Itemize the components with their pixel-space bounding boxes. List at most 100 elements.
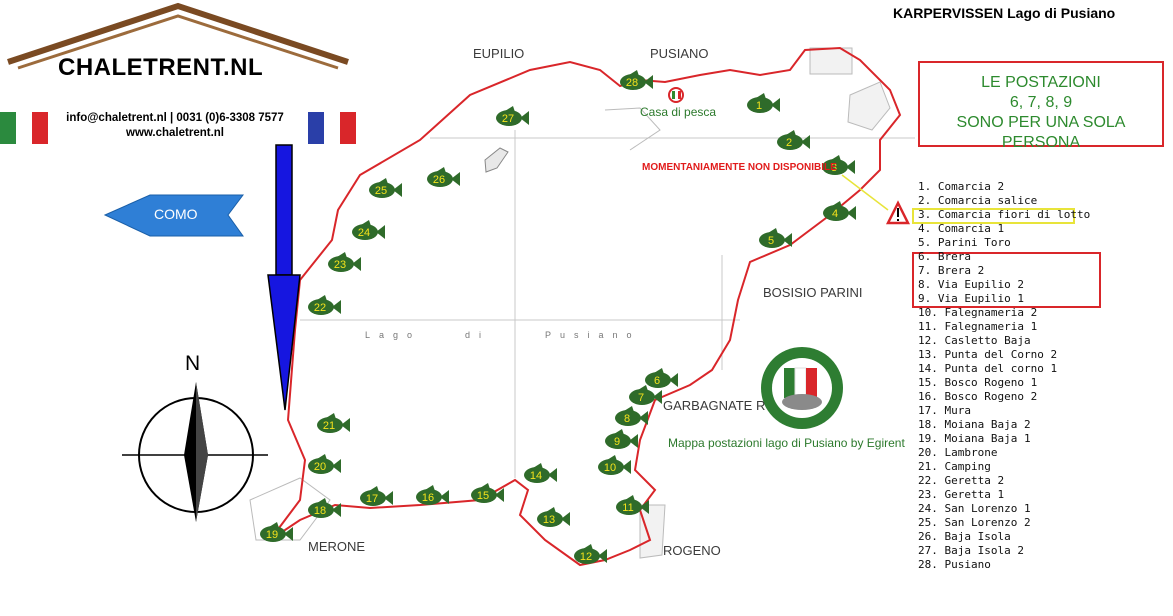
legend-item: 18. Moiana Baja 2 xyxy=(918,418,1031,431)
fish-tail-icon xyxy=(847,206,856,220)
fish-tail-icon xyxy=(783,233,792,247)
fish-icon xyxy=(615,410,641,426)
fish-icon xyxy=(427,171,453,187)
fish-tail-icon xyxy=(393,183,402,197)
fish-tail-icon xyxy=(669,373,678,387)
fish-tail-icon xyxy=(640,500,649,514)
fish-icon xyxy=(823,205,849,221)
fish-spot-number: 11 xyxy=(622,502,633,514)
fish-spot-25[interactable]: 25 xyxy=(369,178,402,198)
fish-spot-8[interactable]: 8 xyxy=(615,406,648,426)
fish-spot-number: 24 xyxy=(358,227,370,239)
down-arrow-icon xyxy=(267,144,301,411)
legend-item: 13. Punta del Corno 2 xyxy=(918,348,1058,361)
fish-spot-number: 14 xyxy=(530,470,542,482)
casa-di-pesca-marker xyxy=(668,87,684,103)
fish-spot-number: 25 xyxy=(375,185,387,197)
fish-icon xyxy=(598,459,624,475)
fish-spot-3[interactable]: 3 xyxy=(822,155,855,175)
fish-spot-26[interactable]: 26 xyxy=(427,167,460,187)
legend-item: 26. Baja Isola xyxy=(918,530,1011,543)
legend-item: 5. Parini Toro xyxy=(918,236,1011,249)
fish-tail-icon xyxy=(440,490,449,504)
fish-icon xyxy=(369,182,395,198)
fish-spot-12[interactable]: 12 xyxy=(574,544,607,564)
fish-icon xyxy=(777,134,803,150)
fish-spot-23[interactable]: 23 xyxy=(328,252,361,272)
fish-spot-number: 10 xyxy=(604,462,616,474)
land-detail xyxy=(249,47,891,559)
legend-item: 27. Baja Isola 2 xyxy=(918,544,1024,557)
legend-item: 23. Geretta 1 xyxy=(918,488,1005,501)
fish-spot-13[interactable]: 13 xyxy=(537,507,570,527)
como-label: COMO xyxy=(154,206,198,222)
fish-tail-icon xyxy=(639,411,648,425)
fish-spot-4[interactable]: 4 xyxy=(823,201,856,221)
legend-item: 22. Geretta 2 xyxy=(918,474,1005,487)
fish-spot-number: 7 xyxy=(638,392,644,404)
fish-tail-icon xyxy=(384,491,393,505)
notice-line-1: LE POSTAZIONI xyxy=(981,74,1101,91)
fish-tail-icon xyxy=(284,527,293,541)
fish-spot-11[interactable]: 11 xyxy=(616,495,649,515)
fish-spot-1[interactable]: 1 xyxy=(747,93,780,113)
fish-spot-number: 19 xyxy=(266,529,278,541)
fish-spot-2[interactable]: 2 xyxy=(777,130,810,150)
fish-spot-18[interactable]: 18 xyxy=(308,498,341,518)
compass-north-icon xyxy=(122,382,268,522)
fish-spot-number: 17 xyxy=(366,493,378,505)
legend-item: 11. Falegnameria 1 xyxy=(918,320,1038,333)
fish-icon xyxy=(317,417,343,433)
fish-spot-16[interactable]: 16 xyxy=(416,485,449,505)
fish-icon xyxy=(759,232,785,248)
fish-spot-number: 21 xyxy=(323,420,335,432)
fish-spot-21[interactable]: 21 xyxy=(317,413,350,433)
fish-spot-number: 28 xyxy=(626,77,638,89)
fish-spot-10[interactable]: 10 xyxy=(598,455,631,475)
lake-label-1: Lago xyxy=(365,330,422,340)
fish-icon xyxy=(645,372,671,388)
fish-spot-7[interactable]: 7 xyxy=(629,385,662,405)
fish-spot-5[interactable]: 5 xyxy=(759,228,792,248)
legend-item: 10. Falegnameria 2 xyxy=(918,306,1038,319)
contact-info: info@chaletrent.nl | 0031 (0)6-3308 7577… xyxy=(40,111,310,141)
fish-spot-20[interactable]: 20 xyxy=(308,454,341,474)
fish-spot-28[interactable]: 28 xyxy=(620,70,653,90)
fish-spot-24[interactable]: 24 xyxy=(352,220,385,240)
fish-tail-icon xyxy=(376,225,385,239)
contact-line: info@chaletrent.nl | 0031 (0)6-3308 7577 xyxy=(66,112,284,124)
place-bosisio: BOSISIO PARINI xyxy=(763,285,863,300)
fish-spot-22[interactable]: 22 xyxy=(308,295,341,315)
legend-item: 20. Lambrone xyxy=(918,446,998,459)
fish-spot-19[interactable]: 19 xyxy=(260,522,293,542)
fish-icon xyxy=(360,490,386,506)
legend-item: 17. Mura xyxy=(918,404,971,417)
fish-spot-27[interactable]: 27 xyxy=(496,106,529,126)
fish-spot-17[interactable]: 17 xyxy=(360,486,393,506)
fish-tail-icon xyxy=(598,549,607,563)
fish-spot-number: 22 xyxy=(314,302,326,314)
north-label: N xyxy=(185,352,201,375)
fish-spot-9[interactable]: 9 xyxy=(605,429,638,449)
fish-icon xyxy=(496,110,522,126)
legend-item: 19. Moiana Baja 1 xyxy=(918,432,1031,445)
fish-spot-6[interactable]: 6 xyxy=(645,368,678,388)
fishing-spots: 1234567891011121314151617181920212223242… xyxy=(260,70,856,564)
fish-tail-icon xyxy=(561,512,570,526)
fish-tail-icon xyxy=(622,460,631,474)
fish-icon xyxy=(537,511,563,527)
fish-icon xyxy=(352,224,378,240)
chalet-roof-icon xyxy=(7,2,349,70)
legend-item: 1. Comarcia 2 xyxy=(918,180,1005,193)
fish-spot-15[interactable]: 15 xyxy=(471,483,504,503)
fish-spot-number: 27 xyxy=(502,113,514,125)
legend-item: 28. Pusiano xyxy=(918,558,991,571)
fish-spot-number: 5 xyxy=(768,235,774,247)
fish-spot-number: 20 xyxy=(314,461,326,473)
fish-spot-14[interactable]: 14 xyxy=(524,463,557,483)
place-eupilio: EUPILIO xyxy=(473,46,525,61)
italy-flag-icon xyxy=(0,112,48,144)
fish-tail-icon xyxy=(644,75,653,89)
